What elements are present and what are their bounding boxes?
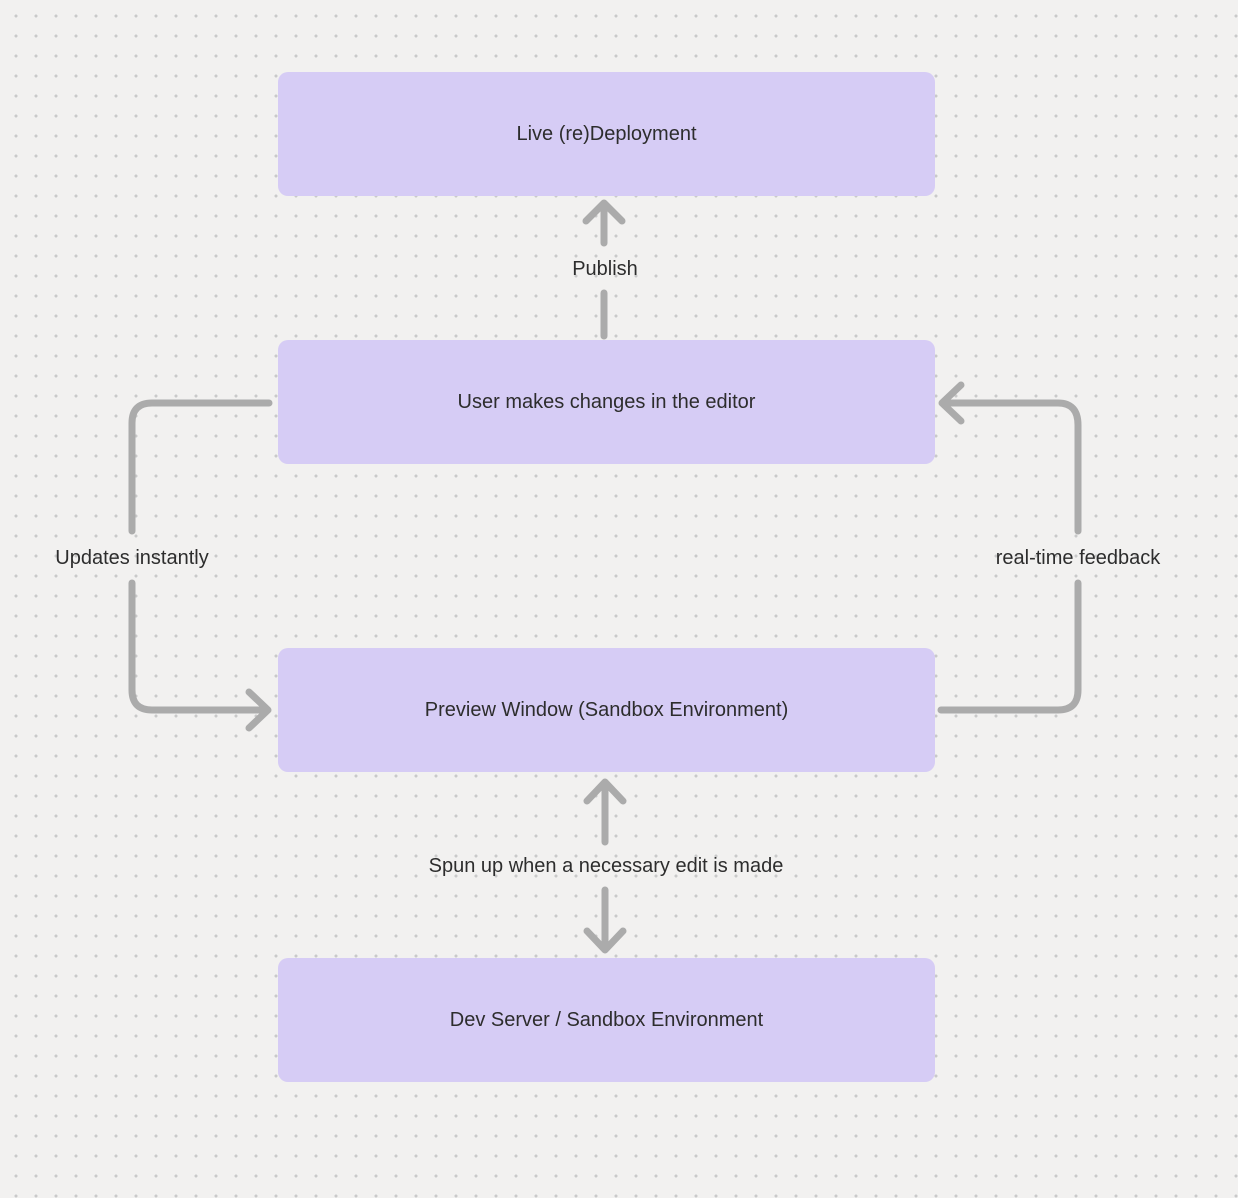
edge-label-spun-up: Spun up when a necessary edit is made — [428, 855, 784, 877]
node-editor-changes-label: User makes changes in the editor — [457, 391, 756, 413]
feedback-loop-lower-segment — [937, 579, 1082, 714]
node-dev-server-label: Dev Server / Sandbox Environment — [449, 1009, 764, 1031]
node-live-deployment: Live (re)Deployment — [278, 72, 935, 196]
spun-up-arrow — [583, 778, 627, 846]
node-editor-changes: User makes changes in the editor — [278, 340, 935, 464]
edge-label-publish: Publish — [572, 258, 638, 280]
edge-label-updates-instantly: Updates instantly — [55, 547, 209, 569]
node-preview-window: Preview Window (Sandbox Environment) — [278, 648, 935, 772]
feedback-loop-upper-arrow — [938, 381, 1082, 535]
publish-arrow-head-segment — [582, 199, 626, 247]
updates-loop-lower-arrow — [128, 579, 272, 732]
updates-loop-upper-segment — [128, 399, 273, 535]
spun-down-arrow — [583, 886, 627, 954]
node-live-deployment-label: Live (re)Deployment — [516, 123, 697, 145]
node-preview-window-label: Preview Window (Sandbox Environment) — [424, 699, 789, 721]
node-dev-server: Dev Server / Sandbox Environment — [278, 958, 935, 1082]
edge-label-realtime-feedback: real-time feedback — [995, 547, 1161, 569]
